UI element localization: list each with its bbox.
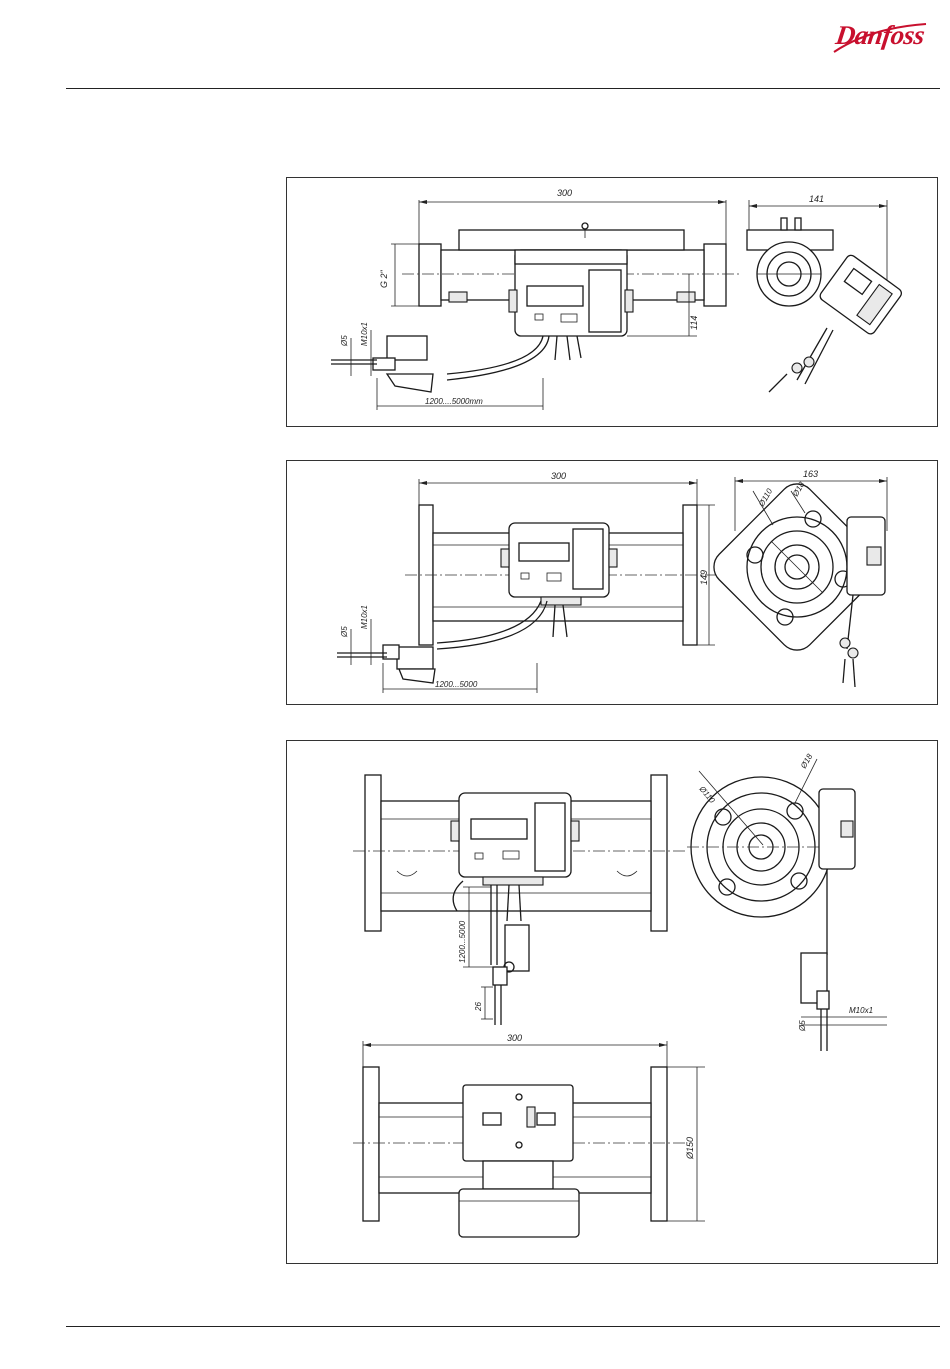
drawing-3-svg: 1200...5000 26 Ø110 Ø18 M10x1 Ø5 300	[287, 741, 939, 1265]
dim-diameter: Ø5	[340, 335, 349, 347]
dim-sensor-thread: M10x1	[360, 322, 369, 346]
drawing-panel-3: 1200...5000 26 Ø110 Ø18 M10x1 Ø5 300	[286, 740, 938, 1264]
dim-sensor-length: 26	[474, 1002, 483, 1012]
dim-sensor-thread: M10x1	[360, 605, 369, 629]
footer-rule	[66, 1326, 940, 1327]
dim-height: 149	[699, 570, 709, 585]
dim-length-bottom: 300	[507, 1033, 522, 1043]
dim-depth: 163	[803, 469, 818, 479]
brand-logo: Danfoss	[834, 20, 926, 51]
dim-sensor-thread: M10x1	[849, 1006, 873, 1015]
drawing-panel-1: 300 G 2" 114 Ø5 M10x1 1200....5000mm 1	[286, 177, 938, 427]
dim-height: 114	[689, 316, 699, 330]
drawing-1-svg: 300 G 2" 114 Ø5 M10x1 1200....5000mm 1	[287, 178, 939, 428]
drawing-panel-2: 300 149 Ø5 M10x1 1200...5000 163	[286, 460, 938, 705]
drawing-2-svg: 300 149 Ø5 M10x1 1200...5000 163	[287, 461, 939, 706]
dim-diameter: Ø5	[340, 626, 349, 638]
dim-cable: 1200...5000	[458, 920, 467, 963]
dim-length: 300	[551, 471, 566, 481]
dim-thread: G 2"	[379, 269, 389, 288]
dim-cable: 1200....5000mm	[425, 397, 483, 406]
dim-depth: 141	[809, 194, 824, 204]
header-rule	[66, 88, 940, 89]
dim-cable: 1200...5000	[435, 680, 478, 689]
dim-flange-diameter: Ø150	[685, 1137, 695, 1160]
dim-diameter: Ø5	[798, 1020, 807, 1032]
dim-length: 300	[557, 188, 572, 198]
